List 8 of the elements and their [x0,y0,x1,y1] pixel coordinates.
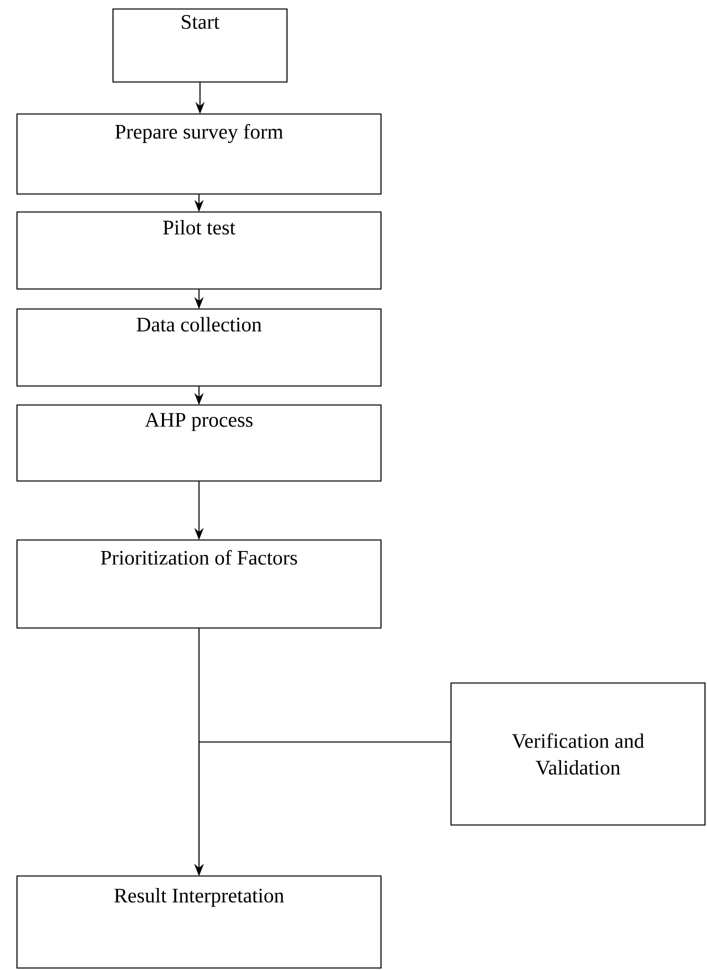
process-box: Result Interpretation [16,875,382,969]
process-box: Start [112,8,288,83]
process-box: Prepare survey form [16,113,382,195]
process-box: Prioritization of Factors [16,539,382,629]
process-box: Verification and Validation [450,682,706,826]
process-box: Data collection [16,308,382,387]
process-box: AHP process [16,404,382,482]
process-box: Pilot test [16,211,382,290]
